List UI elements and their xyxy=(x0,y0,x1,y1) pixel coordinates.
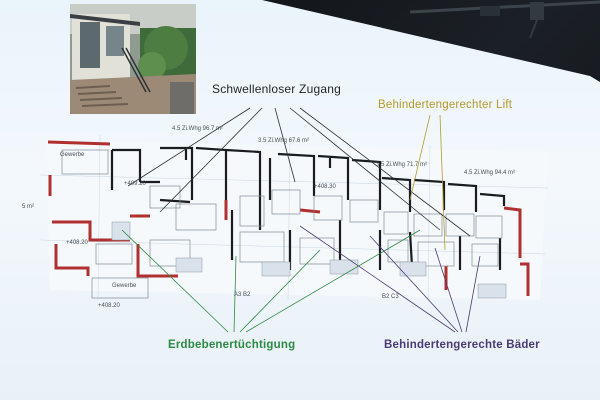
callout-behindertengerechte-baeder: Behindertengerechte Bäder xyxy=(384,339,540,351)
zugang-leaders xyxy=(127,107,471,237)
code-label-a: A3 B2 xyxy=(234,292,251,298)
unit-label-d: 4.5 Zi.Whg 94.4 m² xyxy=(464,170,516,176)
callout-behindertengerechter-lift: Behindertengerechter Lift xyxy=(378,99,513,111)
plan-sheet xyxy=(46,140,548,300)
ceiling-rig xyxy=(409,0,600,39)
baeder-leaders xyxy=(299,225,481,333)
code-label-b: B2 C3 xyxy=(382,294,399,300)
elevation-label-a: +408.20 xyxy=(66,240,88,246)
plan-room-outlines xyxy=(61,149,503,299)
plan-walls xyxy=(110,146,506,270)
unit-label-c: 3.5 Zi.Whg 71.7 m² xyxy=(376,162,428,168)
elevation-label-b: +408.20 xyxy=(98,303,120,309)
callout-schwellenloser-zugang: Schwellenloser Zugang xyxy=(212,82,341,96)
unit-label-a: 4.5 Zi.Whg 96.7 m² xyxy=(172,126,224,132)
elevation-label-c: +409.20 xyxy=(124,181,146,187)
erdbeben-leaders xyxy=(121,229,421,333)
gewerbe-label-top: Gewerbe xyxy=(60,152,85,158)
gewerbe-label-bottom: Gewerbe xyxy=(112,283,137,289)
building-photo xyxy=(70,4,196,114)
callout-erdbebenertuechtigung: Erdbebenertüchtigung xyxy=(168,339,296,351)
lift-leaders xyxy=(409,114,446,251)
elevation-label-d: +408.30 xyxy=(314,184,336,190)
unit-label-b: 3.5 Zi.Whg 67.6 m² xyxy=(258,138,310,144)
plan-outer-walls xyxy=(47,140,530,296)
area-label: 5 m² xyxy=(22,204,34,210)
plan-stair-cores xyxy=(111,221,507,299)
